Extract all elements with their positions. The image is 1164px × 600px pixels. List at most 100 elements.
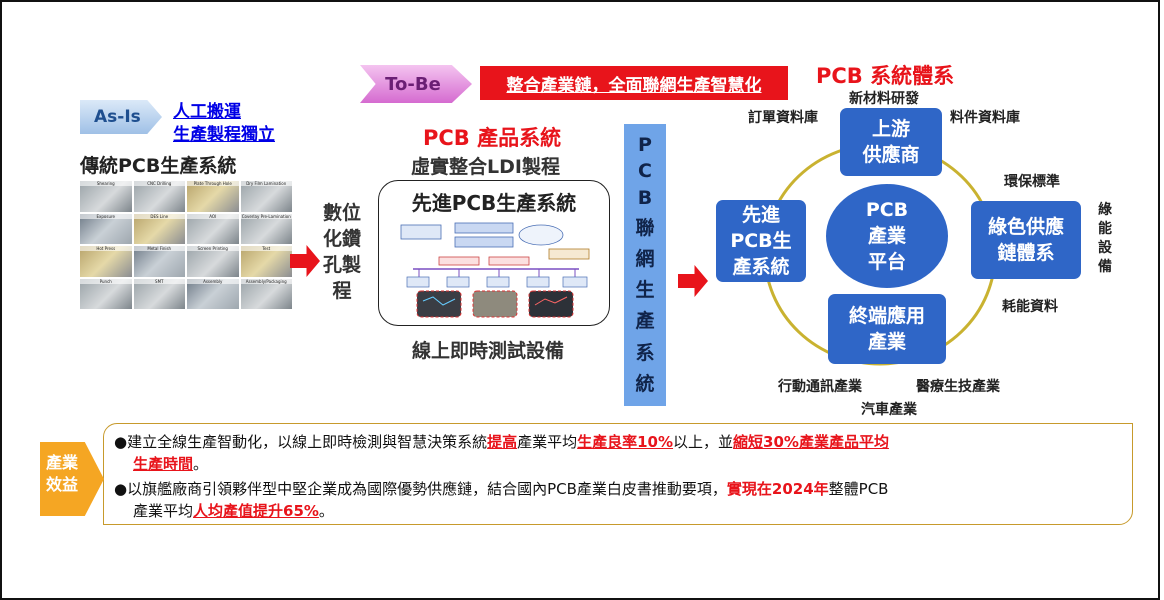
ldi-flow-diagram bbox=[400, 222, 590, 318]
process-photo-caption: Assembly bbox=[187, 278, 239, 284]
node-text: 先進 bbox=[741, 204, 780, 226]
end-application-industry-node[interactable]: 終端應用產業 bbox=[828, 294, 946, 364]
node-text-group: 綠色供應鏈體系 bbox=[988, 214, 1064, 266]
process-photo: AOI bbox=[187, 213, 239, 244]
upstream-supplier-node[interactable]: 上游供應商 bbox=[840, 108, 942, 176]
node-text: 綠色供應 bbox=[987, 216, 1064, 238]
node-text: 平台 bbox=[867, 251, 906, 273]
green-energy-char: 備 bbox=[1098, 259, 1112, 275]
process-photo-caption: CNC Drilling bbox=[133, 181, 185, 186]
benefit-tag-line: 產業 bbox=[46, 453, 79, 472]
automotive-label: 汽車產業 bbox=[861, 402, 917, 418]
process-photo-caption: Dry Film Lamination bbox=[240, 181, 292, 186]
medical-biotech-label: 醫療生技產業 bbox=[916, 379, 1000, 395]
benefit-highlight: 提高 bbox=[487, 433, 518, 451]
process-photo: CNC Drilling bbox=[133, 181, 185, 212]
node-text: 供應商 bbox=[862, 144, 920, 166]
benefit-tag-label: 產業效益 bbox=[46, 452, 90, 496]
process-photo-caption: Coverlay Pre-Lamination bbox=[240, 213, 292, 219]
process-photo: Hot Press bbox=[80, 246, 132, 277]
process-photo-caption: Test bbox=[240, 246, 292, 251]
node-text: 產業 bbox=[867, 225, 906, 247]
pcb-network-char: C bbox=[638, 160, 652, 183]
digital-drilling-label: 數位化鑽孔製程 bbox=[320, 200, 364, 304]
benefit-highlight: 人均產值提升65% bbox=[193, 502, 319, 520]
process-photo: Metal Finish bbox=[133, 246, 185, 277]
benefit-highlight: 生產良率10% bbox=[577, 433, 674, 451]
benefit-tag-line-group: 產業效益 bbox=[46, 452, 90, 496]
green-energy-char: 能 bbox=[1098, 221, 1112, 237]
benefit-text: 產業平均 bbox=[517, 433, 578, 451]
to-be-banner: 整合產業鏈，全面聯網生產智慧化 bbox=[480, 66, 788, 100]
mobile-communication-label: 行動通訊產業 bbox=[778, 379, 862, 395]
pcb-network-char: 統 bbox=[635, 372, 655, 395]
benefit-text: 產業平均 bbox=[133, 502, 194, 520]
process-photo-caption: DES Line bbox=[133, 213, 185, 219]
green-energy-char: 綠 bbox=[1098, 202, 1112, 218]
green-supply-chain-node[interactable]: 綠色供應鏈體系 bbox=[971, 201, 1081, 279]
process-photo-caption: Assembly/Packaging bbox=[240, 278, 292, 284]
process-photo: Punch bbox=[80, 278, 132, 309]
digital-drilling-label-line: 數位 bbox=[322, 202, 361, 224]
node-text: 終端應用 bbox=[848, 305, 925, 327]
pcb-network-char: 網 bbox=[635, 247, 655, 270]
digital-drilling-label-line: 孔製 bbox=[322, 254, 361, 276]
process-photo: Assembly/Packaging bbox=[240, 278, 292, 309]
traditional-system-title: 傳統PCB生產系統 bbox=[80, 155, 237, 177]
digital-drilling-label-line: 化鑽 bbox=[322, 228, 361, 250]
process-photo-caption: Exposure bbox=[80, 213, 132, 219]
green-energy-char: 設 bbox=[1098, 240, 1112, 256]
process-photo-caption: Plate Through Hole bbox=[187, 181, 239, 186]
online-test-equipment-label: 線上即時測試設備 bbox=[412, 340, 565, 362]
node-text: 產業 bbox=[867, 331, 906, 353]
process-photo-caption: Screen Printing bbox=[187, 246, 239, 251]
benefit-line-1: ●建立全線生產智動化，以線上即時檢測與智慧決策系統提高產業平均生產良率10%以上… bbox=[114, 431, 889, 453]
process-photo: Shearing bbox=[80, 181, 132, 212]
new-material-label: 新材料研發 bbox=[849, 91, 919, 107]
benefit-box bbox=[103, 423, 1133, 525]
as-is-line1[interactable]: 人工搬運 bbox=[173, 102, 241, 122]
process-photo-caption: Hot Press bbox=[80, 246, 132, 251]
energy-data-label: 耗能資料 bbox=[1002, 299, 1058, 315]
benefit-text: 。 bbox=[193, 455, 209, 473]
green-energy-char-group: 綠能設備 bbox=[1095, 201, 1115, 277]
as-is-tag: As-Is bbox=[80, 100, 162, 134]
node-text: 鏈體系 bbox=[997, 242, 1055, 264]
process-photo-caption: AOI bbox=[187, 213, 239, 219]
pcb-network-char: B bbox=[637, 186, 653, 209]
benefit-highlight: 生產時間 bbox=[133, 455, 194, 473]
benefit-text: 。 bbox=[318, 502, 334, 520]
order-database-label: 訂單資料庫 bbox=[748, 110, 818, 126]
process-photo: Dry Film Lamination bbox=[240, 181, 292, 212]
to-be-banner-text: 整合產業鏈，全面聯網生產智慧化 bbox=[506, 75, 762, 96]
node-text-group: 終端應用產業 bbox=[849, 303, 925, 355]
process-photo: SMT bbox=[133, 278, 185, 309]
benefit-tag-line: 效益 bbox=[46, 475, 79, 494]
environmental-standard-label: 環保標準 bbox=[1004, 174, 1060, 190]
node-text: 產系統 bbox=[732, 256, 790, 278]
system-title: PCB 系統體系 bbox=[816, 64, 955, 88]
node-text: PCB bbox=[865, 199, 909, 221]
process-photo-caption: Punch bbox=[80, 278, 132, 284]
advanced-pcb-box-title: 先進PCB生產系統 bbox=[411, 191, 577, 215]
process-photo: Assembly bbox=[187, 278, 239, 309]
parts-database-label: 料件資料庫 bbox=[950, 110, 1020, 126]
benefit-highlight: 縮短30%產業產品平均 bbox=[733, 433, 889, 451]
process-photo: DES Line bbox=[133, 213, 185, 244]
benefit-text: ●建立全線生產智動化，以線上即時檢測與智慧決策系統 bbox=[114, 433, 488, 451]
process-photo: Test bbox=[240, 246, 292, 277]
process-photo: Screen Printing bbox=[187, 246, 239, 277]
benefit-line-3: ●以旗艦廠商引領夥伴型中堅企業成為國際優勢供應鏈，結合國內PCB產業白皮書推動要… bbox=[114, 478, 888, 500]
process-photo-caption: SMT bbox=[133, 278, 185, 284]
green-energy-equipment-label: 綠能設備 bbox=[1095, 201, 1115, 277]
process-photo-caption: Shearing bbox=[80, 181, 132, 186]
process-photo: Coverlay Pre-Lamination bbox=[240, 213, 292, 244]
to-be-tag-label: To-Be bbox=[385, 73, 441, 95]
pcb-industry-platform-node[interactable]: PCB 產業平台 bbox=[826, 184, 948, 288]
as-is-line2[interactable]: 生產製程獨立 bbox=[173, 125, 275, 145]
pcb-network-char: P bbox=[638, 134, 652, 157]
node-text-group: PCB 產業平台 bbox=[866, 197, 908, 275]
pcb-network-char: 生 bbox=[635, 279, 655, 302]
